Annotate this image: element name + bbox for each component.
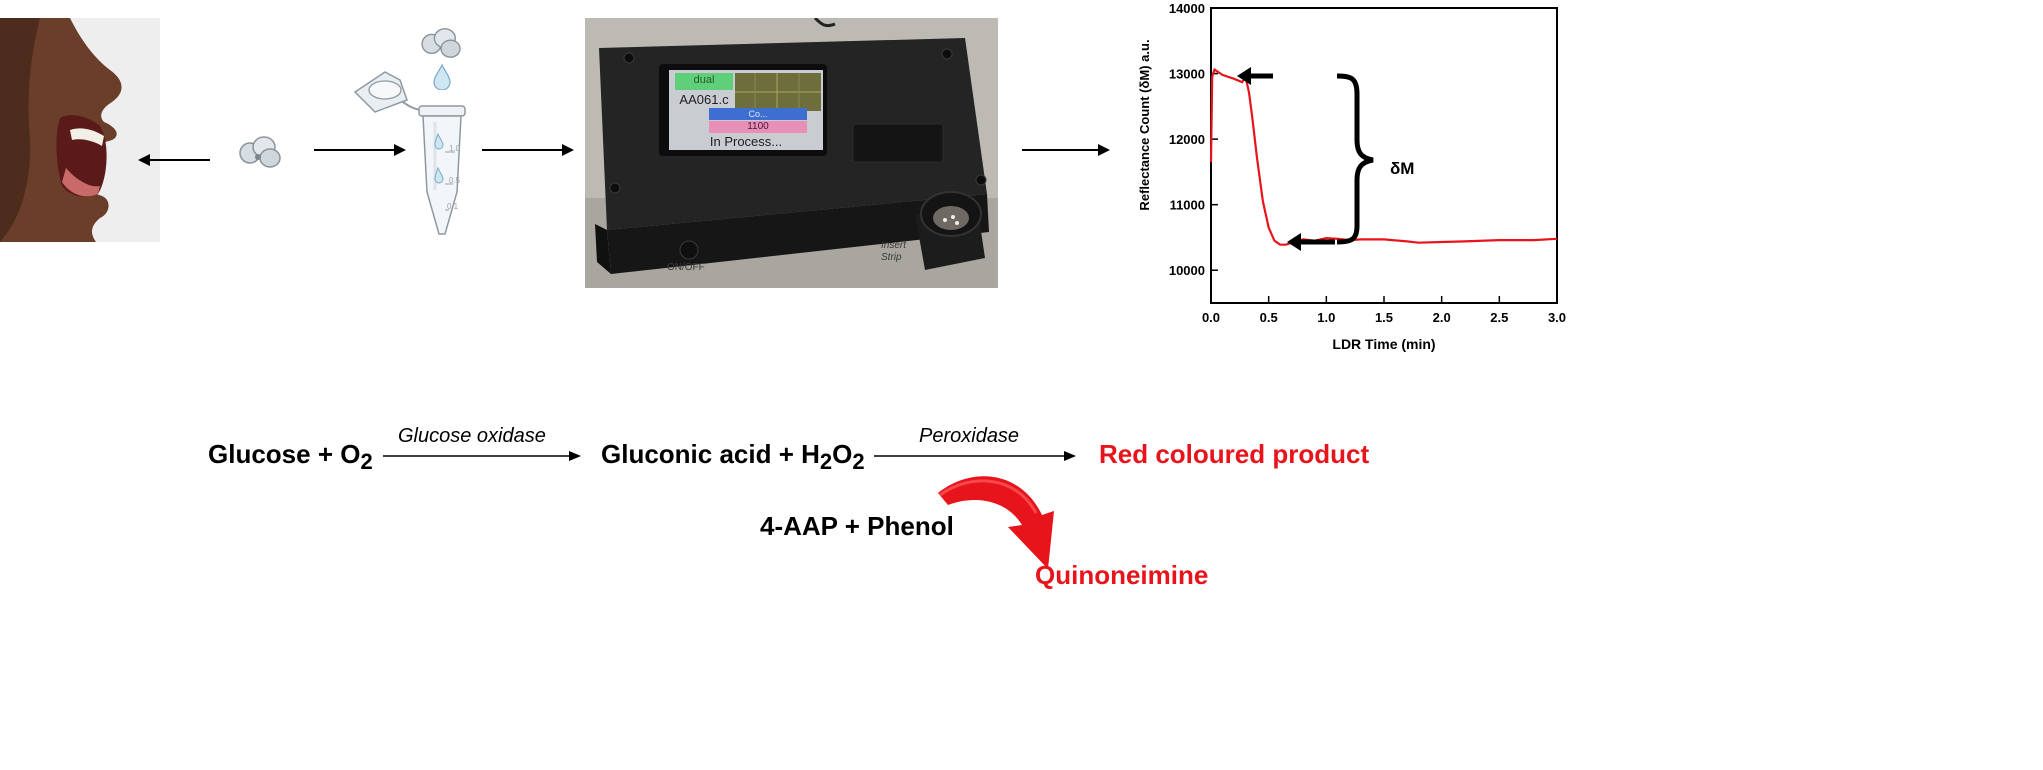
enzyme-glucose-oxidase: Glucose oxidase: [398, 425, 546, 447]
series-line: [1209, 67, 1558, 246]
x-tick-label: 2.0: [1433, 310, 1451, 325]
enzyme-peroxidase: Peroxidase: [919, 425, 1020, 447]
device-slot-label-2: Strip: [881, 252, 902, 263]
y-tick-label: 13000: [1169, 67, 1205, 82]
tube-graduation-mid: 0.5: [449, 176, 461, 185]
arrow-to-chart: [1020, 140, 1116, 165]
x-tick-label: 1.5: [1375, 310, 1393, 325]
x-tick-label: 1.0: [1317, 310, 1335, 325]
reaction-reactant: Glucose + O2: [208, 439, 373, 475]
small-swab-icon: [420, 25, 464, 66]
arrow-to-device: [480, 140, 580, 165]
reaction-cosubstrate: 4-AAP + Phenol: [760, 511, 954, 541]
device-status: In Process...: [709, 134, 783, 149]
x-tick-label: 3.0: [1548, 310, 1566, 325]
droplet-icon: [433, 63, 451, 95]
annotation-arrow-bottom: [1287, 233, 1335, 251]
y-axis-label: Reflectance Count (δM) a.u.: [1137, 39, 1152, 210]
annotation-arrow-top: [1237, 67, 1273, 85]
y-tick-label: 12000: [1169, 132, 1205, 147]
x-tick-label: 0.0: [1202, 310, 1220, 325]
intermediate-text: Gluconic acid + H: [601, 439, 820, 469]
y-tick-label: 11000: [1170, 198, 1205, 213]
annotation-brace: [1336, 73, 1374, 245]
x-tick-label: 2.5: [1490, 310, 1508, 325]
glucose-reader-device: dual AA061.c Co... 1100 In Process... ON…: [585, 18, 998, 288]
y-tick-label: 10000: [1169, 263, 1205, 278]
arrow-to-tube: [312, 140, 412, 165]
device-slot-label-1: Insert: [881, 240, 907, 251]
arrow-step1: [381, 446, 586, 471]
intermediate-subscript-2: 2: [852, 449, 865, 475]
mouth-photo: [0, 18, 160, 242]
device-count-value: 1100: [747, 121, 769, 132]
cotton-swab-icon: [238, 133, 284, 176]
reaction-byproduct: Quinoneimine: [1035, 560, 1209, 590]
reaction-intermediate: Gluconic acid + H2O2: [601, 439, 865, 475]
device-screen-label: Co...: [748, 109, 768, 119]
reactant-text: Glucose + O: [208, 439, 361, 469]
intermediate-oxygen: O: [832, 439, 853, 469]
tube-graduation-low: 0.1: [447, 202, 459, 211]
annotation-delta-m: δM: [1390, 159, 1414, 178]
arrow-to-mouth: [130, 150, 215, 175]
plot-frame: [1210, 7, 1558, 304]
reactant-subscript: 2: [360, 449, 373, 475]
curved-red-arrow: [930, 465, 1080, 580]
x-axis-label: LDR Time (min): [1332, 336, 1435, 352]
device-file-name: AA061.c: [679, 92, 729, 107]
reflectance-chart-svg: 0.0 0.5 1.0 1.5 2.0 2.5 3.0 10000 11000 12000 1300…: [1137, 1, 1566, 352]
device-power-label: ON/OFF: [667, 262, 705, 273]
reflectance-chart: 0.0 0.5 1.0 1.5 2.0 2.5 3.0 10000 11000 12000 1300…: [1125, 0, 2043, 360]
eppendorf-tube: 1.0 0.5 0.1: [345, 62, 475, 242]
arrow-step2: [872, 446, 1082, 471]
reaction-product: Red coloured product: [1099, 439, 1370, 469]
x-tick-label: 0.5: [1260, 310, 1278, 325]
y-tick-label: 14000: [1169, 1, 1205, 16]
intermediate-subscript-1: 2: [819, 449, 833, 475]
device-screen-title: dual: [693, 74, 715, 86]
tube-graduation-top: 1.0: [449, 144, 461, 153]
